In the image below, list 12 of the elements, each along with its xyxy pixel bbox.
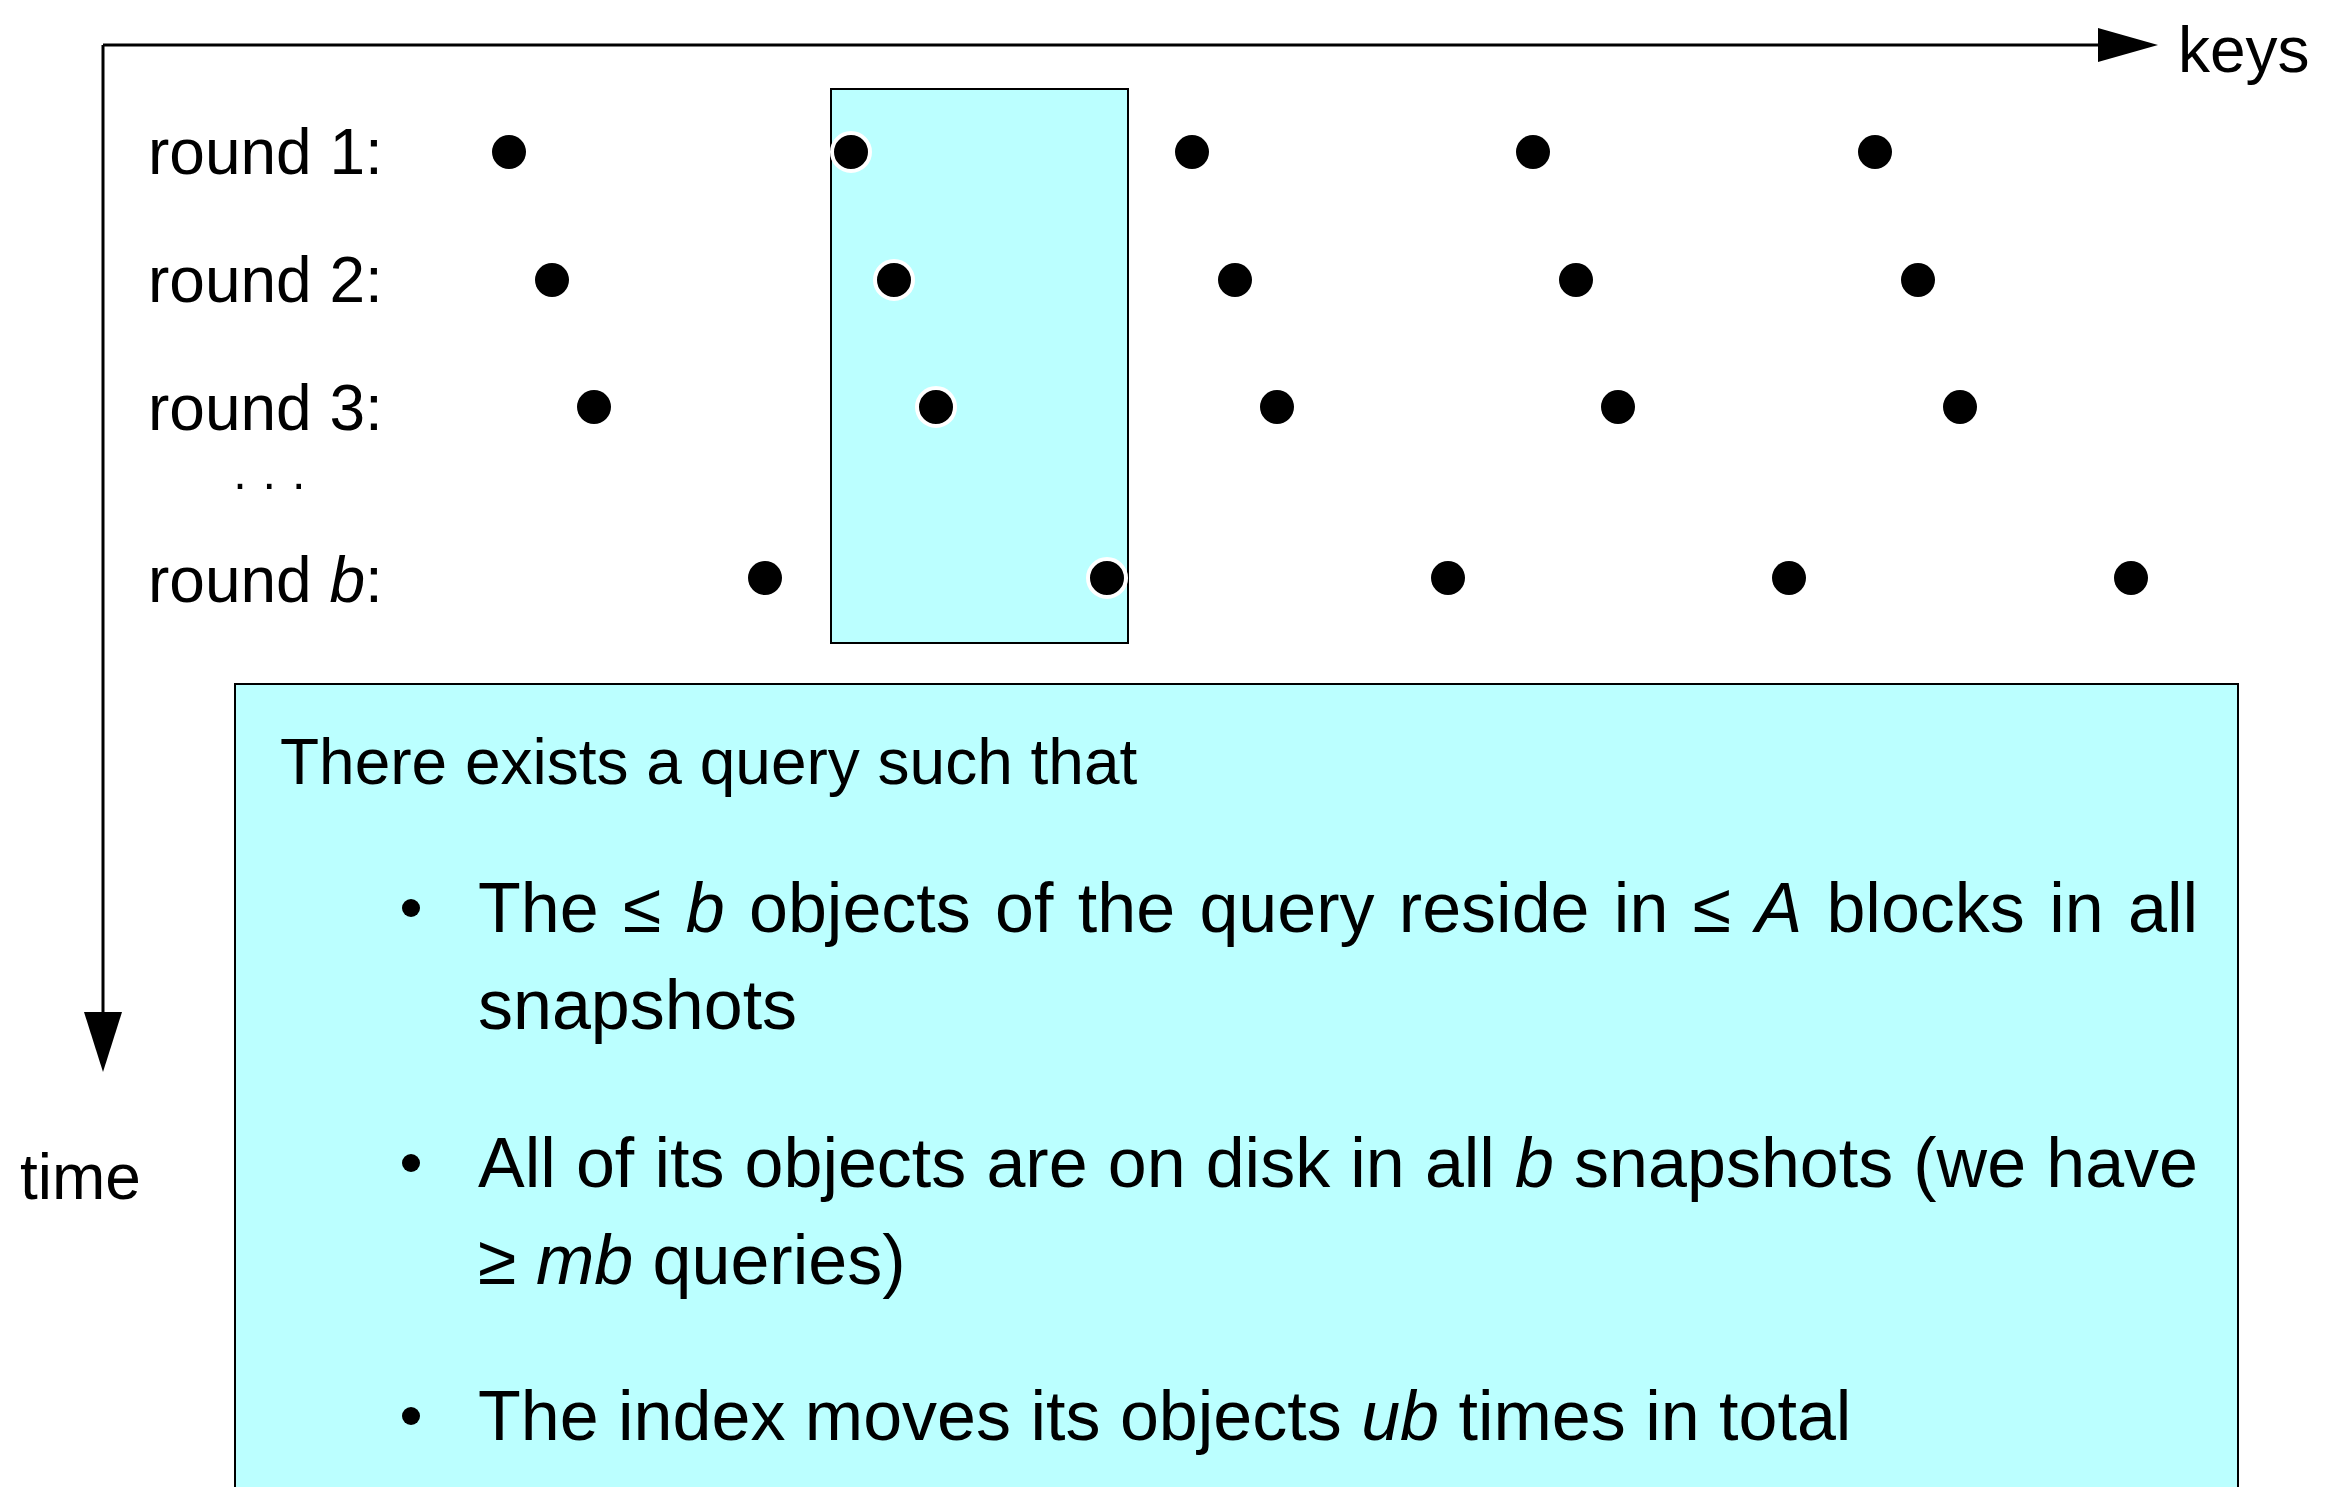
row-label: round 3: bbox=[148, 376, 383, 440]
ellipsis: · · · bbox=[232, 460, 307, 508]
row-label: round 2: bbox=[148, 248, 383, 312]
row-label: round b: bbox=[148, 548, 383, 612]
axis-label: time bbox=[20, 1145, 141, 1209]
text-box bbox=[234, 683, 2239, 1487]
bullet-text: The index moves its objects ub times in total bbox=[478, 1376, 1853, 1457]
row-label: round 1: bbox=[148, 120, 383, 184]
bullet-text: All of its objects are on disk in all b snapshots (we have ≥ mb queries) bbox=[478, 1123, 2198, 1301]
bullet-text: The ≤ b objects of the query reside in ≤ A blocks in all snapshots bbox=[478, 868, 2198, 1046]
highlight-rectangle bbox=[830, 88, 1129, 644]
heading-text: There exists a query such that bbox=[280, 725, 1138, 799]
